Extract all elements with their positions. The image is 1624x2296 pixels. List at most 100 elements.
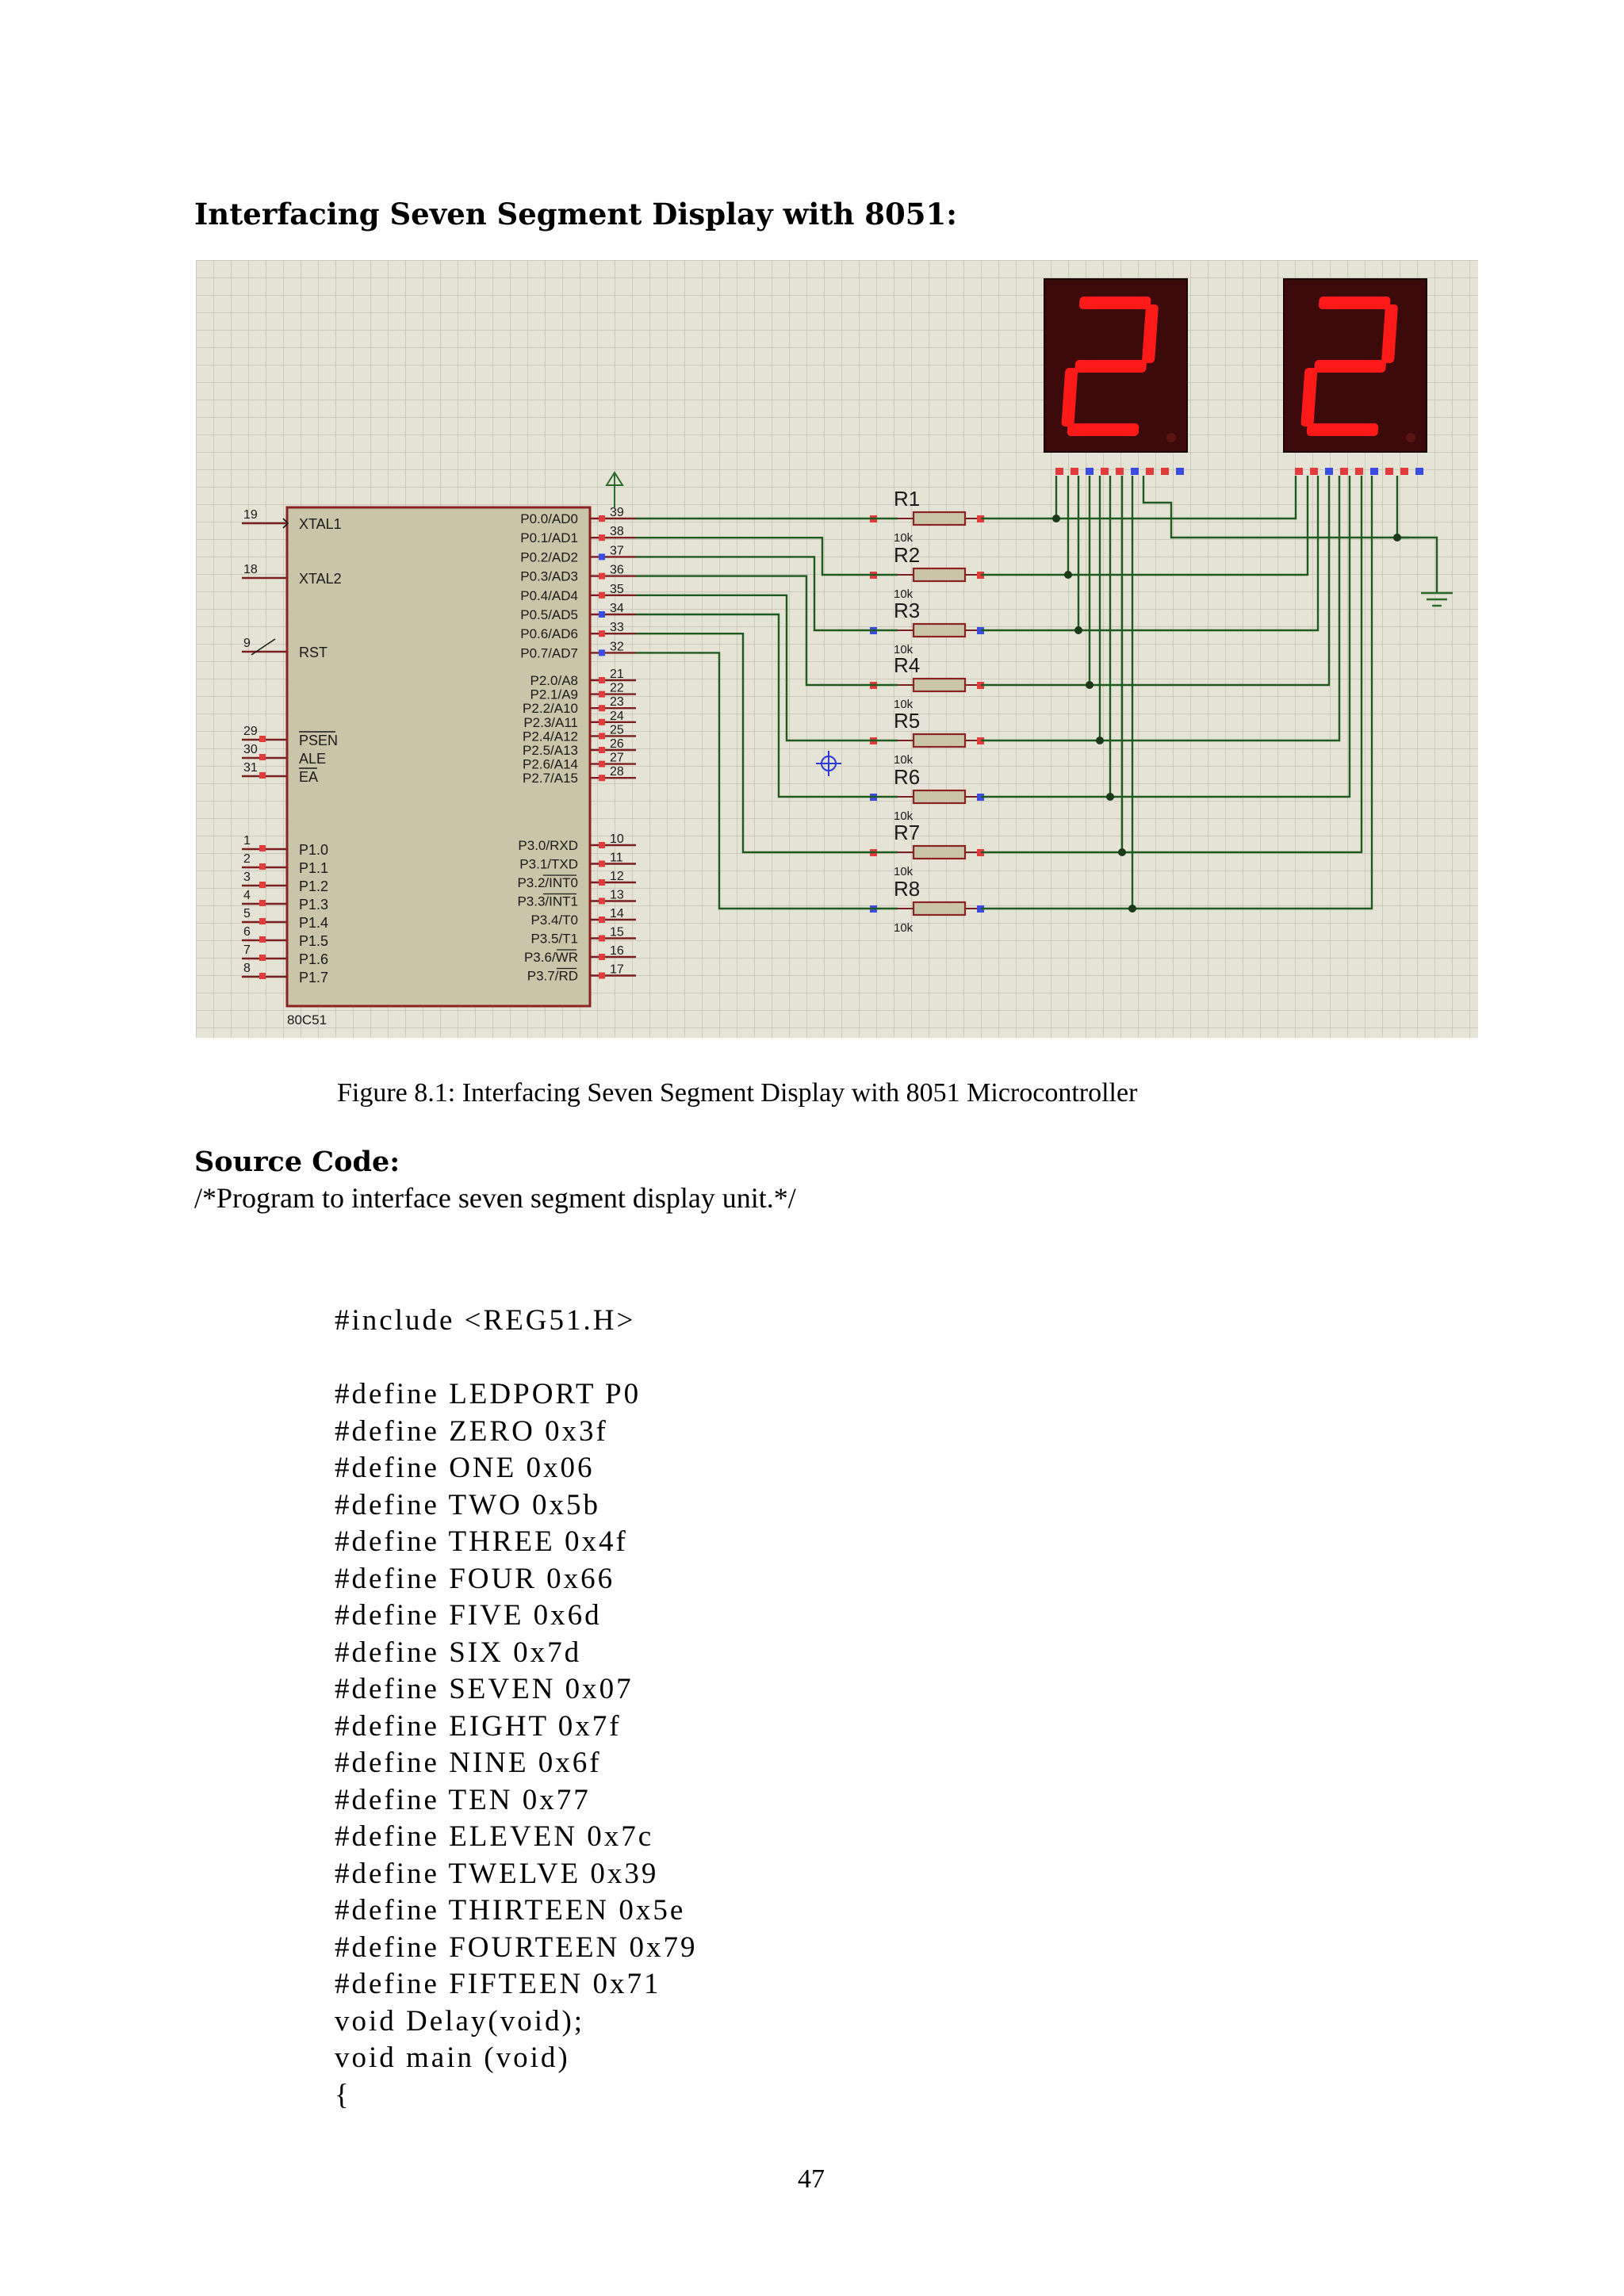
code-line: void main (void)	[335, 2042, 570, 2074]
code-line: #define THIRTEEN 0x5e	[335, 1894, 686, 1927]
pin-number: 39	[610, 506, 624, 519]
pin-marker	[599, 515, 605, 522]
resistor	[912, 733, 967, 748]
wire	[981, 476, 1363, 854]
pin-marker	[599, 553, 605, 561]
pin-marker	[1071, 468, 1078, 475]
pin-number: 16	[610, 944, 624, 958]
pin-number: 19	[243, 508, 258, 522]
pin-label: ALE	[299, 751, 326, 767]
segment-e	[1061, 368, 1078, 427]
pin-number: 38	[610, 525, 624, 538]
pin-marker	[1340, 468, 1348, 475]
pin-label: P2.6/A14	[523, 757, 578, 772]
pin-marker	[599, 842, 605, 848]
segment-g	[1074, 360, 1147, 373]
pin-label: P0.4/AD4	[520, 588, 578, 603]
resistor-value: 10k	[894, 587, 914, 601]
pin-number: 12	[610, 870, 624, 883]
code-line: #define SEVEN 0x07	[335, 1673, 634, 1705]
pin-number: 18	[243, 563, 258, 576]
pin-label: EA	[299, 769, 318, 785]
pin-marker	[1176, 468, 1184, 475]
pin-marker	[977, 905, 984, 913]
wire	[981, 476, 1297, 520]
pin-number: 14	[610, 907, 624, 920]
pin-number: 34	[610, 602, 624, 615]
resistor	[912, 511, 967, 526]
pin-label: XTAL1	[299, 516, 342, 532]
code-line: #define TWO 0x5b	[335, 1488, 601, 1521]
pin-marker	[259, 845, 266, 851]
wire	[981, 476, 1320, 632]
pin-marker	[1415, 468, 1423, 475]
resistor-label: R1	[894, 487, 920, 511]
pin-number: 24	[610, 710, 624, 723]
pin-marker	[259, 900, 266, 906]
pin-marker	[977, 682, 984, 689]
wire	[1142, 476, 1409, 539]
pin-label: P2.3/A11	[523, 715, 578, 730]
pin-marker	[259, 736, 266, 742]
pin-label: P1.6	[299, 951, 328, 967]
pin-number: 21	[610, 668, 624, 681]
code-line: #define FOURTEEN 0x79	[335, 1931, 698, 1964]
resistor-label: R4	[894, 653, 920, 677]
pin-label: P3.6/WR	[524, 950, 578, 965]
wire	[636, 575, 898, 687]
resistor	[912, 901, 967, 916]
pin-label: P0.0/AD0	[520, 511, 578, 526]
wire	[981, 476, 1331, 687]
pin-label: P2.5/A13	[523, 743, 578, 758]
segment-e	[1300, 368, 1318, 427]
pin-label: P0.5/AD5	[520, 607, 578, 622]
source-code-heading: Source Code:	[194, 1146, 400, 1178]
pin-number: 26	[610, 737, 624, 751]
junction-dot	[1128, 905, 1136, 913]
resistor	[912, 844, 967, 860]
pin-marker	[259, 918, 266, 924]
pin-marker	[1400, 468, 1408, 475]
code-line	[335, 1340, 697, 1377]
pin-label: P1.0	[299, 842, 328, 858]
pin-marker	[1116, 468, 1124, 475]
pin-marker	[259, 863, 266, 870]
pin-label: XTAL2	[299, 571, 342, 587]
resistor-value: 10k	[894, 809, 914, 823]
pin-marker	[599, 611, 605, 618]
segment-b	[1381, 304, 1398, 363]
pin-label: P2.4/A12	[523, 729, 578, 744]
pin-marker	[1355, 468, 1363, 475]
seven-segment-display	[1044, 278, 1188, 475]
segment-b	[1142, 304, 1159, 363]
page-number: 47	[798, 2164, 825, 2194]
wire	[981, 476, 1351, 798]
junction-dot	[1064, 571, 1072, 579]
pin-marker	[977, 515, 984, 522]
pin-number: 2	[243, 852, 251, 866]
pin-marker	[1310, 468, 1318, 475]
pin-label: P1.2	[299, 878, 328, 894]
pin-number: 35	[610, 583, 624, 596]
pin-number: 29	[243, 725, 258, 738]
pin-number: 17	[610, 963, 624, 977]
pin-marker	[977, 572, 984, 579]
resistor-value: 10k	[894, 865, 914, 878]
pin-number: 37	[610, 544, 624, 557]
pin-label: P3.5/T1	[530, 932, 578, 947]
code-line: #define TWELVE 0x39	[335, 1857, 659, 1890]
code-line: #define LEDPORT P0	[335, 1378, 642, 1410]
resistor-label: R2	[894, 543, 920, 567]
pin-marker	[599, 916, 605, 923]
pin-marker	[599, 935, 605, 942]
junction-dot	[1052, 515, 1060, 522]
reset-slash	[251, 638, 276, 656]
decimal-point	[1166, 433, 1176, 442]
segment-g	[1314, 360, 1386, 373]
resistor-value: 10k	[894, 643, 914, 656]
pin-label: P0.2/AD2	[520, 549, 578, 564]
junction-dot	[1074, 626, 1082, 634]
pin-marker	[977, 794, 984, 801]
code-line: #define THREE 0x4f	[335, 1525, 628, 1558]
pin-marker	[599, 705, 605, 712]
